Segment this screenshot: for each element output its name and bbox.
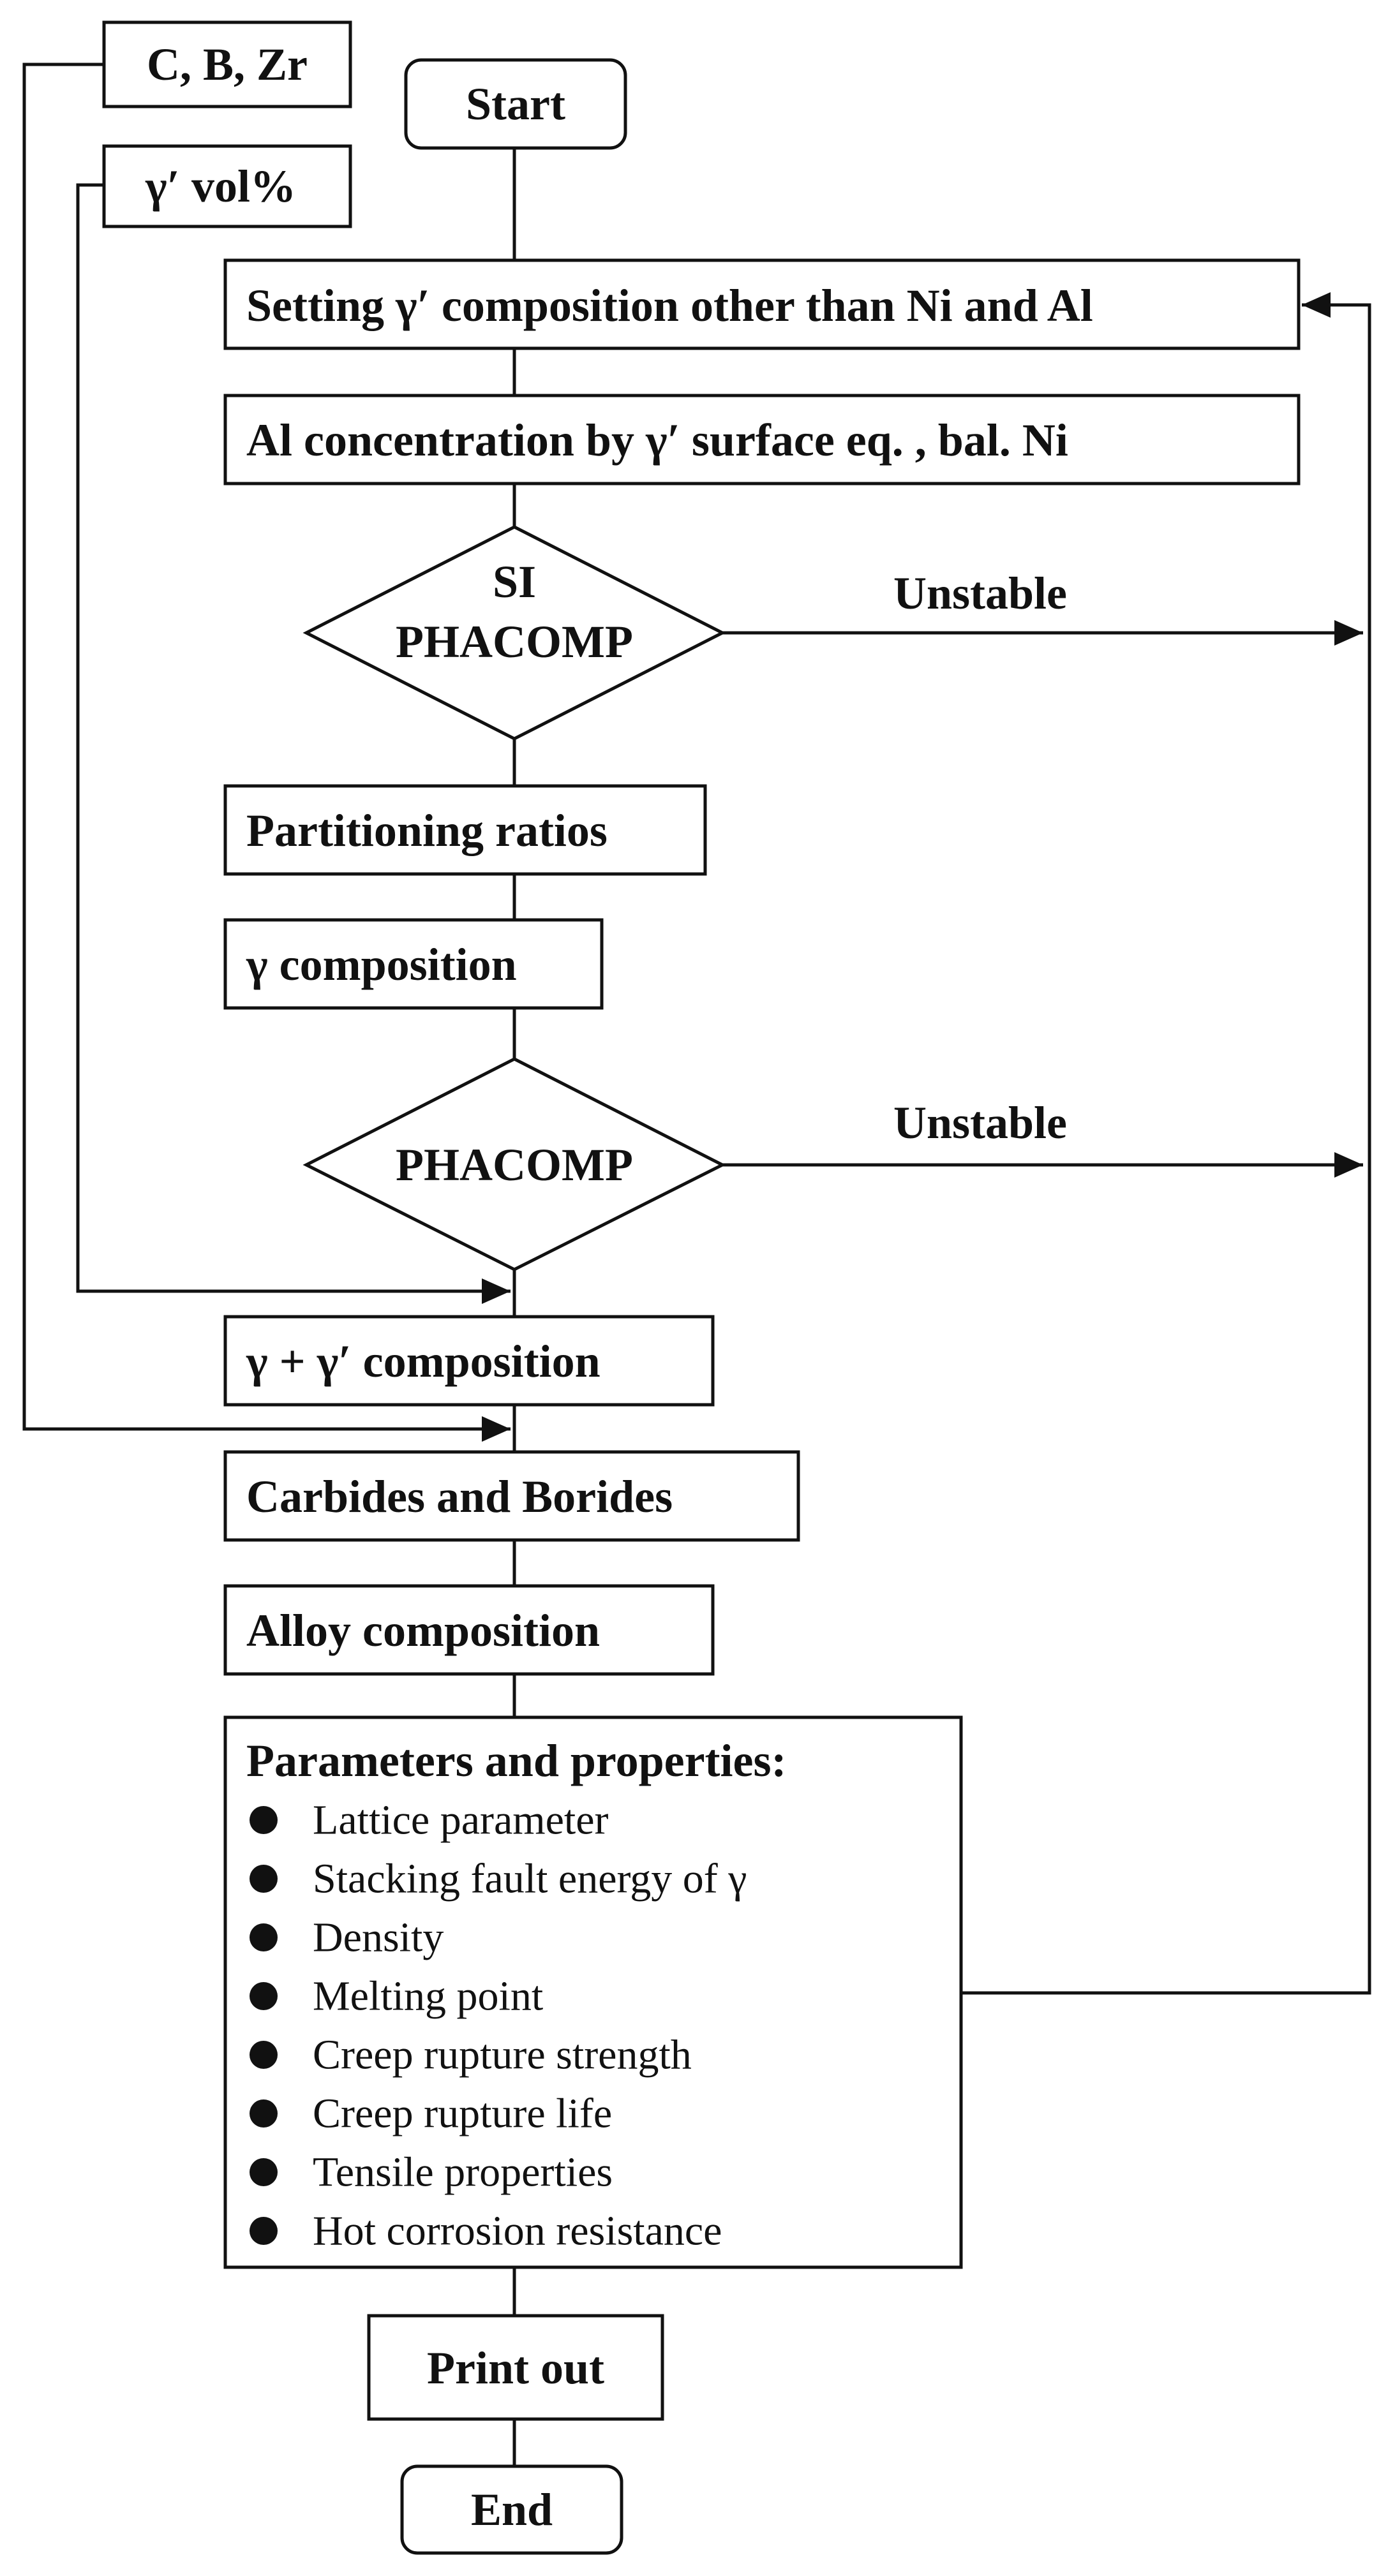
node-alloy-comp-box bbox=[223, 1584, 715, 1676]
node-setting-gp: Setting γ′ composition other than Ni and… bbox=[223, 258, 1301, 350]
node-partitioning: Partitioning ratios bbox=[223, 784, 707, 876]
decision-si-phacomp-line1: SI bbox=[493, 556, 536, 607]
node-params: Parameters and properties: Lattice param… bbox=[223, 1715, 963, 2269]
decision-phacomp-label: PHACOMP bbox=[396, 1139, 633, 1190]
param-item: Creep rupture life bbox=[313, 2091, 612, 2137]
node-al-conc-label: Al concentration by γ′ surface eq. , bal… bbox=[246, 415, 1068, 466]
decision-si-phacomp-shape bbox=[302, 525, 726, 741]
node-gamma-comp-label: γ composition bbox=[246, 939, 517, 990]
node-al-conc-box bbox=[223, 394, 1301, 485]
input-gp-vol-box bbox=[102, 144, 352, 228]
connectors bbox=[22, 63, 1371, 2466]
param-bullet bbox=[250, 2158, 278, 2186]
input-gp-vol-label: γ′ vol% bbox=[145, 161, 296, 212]
node-params-title: Parameters and properties: bbox=[246, 1735, 786, 1786]
node-setting-gp-label: Setting γ′ composition other than Ni and… bbox=[246, 280, 1093, 331]
node-gamma-comp-box bbox=[223, 918, 604, 1010]
param-item: Tensile properties bbox=[313, 2149, 613, 2196]
param-item: Lattice parameter bbox=[313, 1797, 609, 1844]
input-cbzr-label: C, B, Zr bbox=[147, 39, 308, 90]
param-item: Creep rupture strength bbox=[313, 2032, 692, 2078]
edge-label-unstable-2: Unstable bbox=[893, 1097, 1067, 1148]
edge-gp-vol-input bbox=[76, 183, 511, 1304]
input-cbzr-box bbox=[102, 20, 352, 108]
param-bullet bbox=[250, 2041, 278, 2069]
node-print-out-label: Print out bbox=[427, 2343, 604, 2394]
node-gg-comp-box bbox=[223, 1315, 715, 1407]
param-item: Melting point bbox=[313, 1973, 543, 2020]
node-partitioning-label: Partitioning ratios bbox=[246, 805, 608, 856]
decision-phacomp: PHACOMP bbox=[302, 1057, 726, 1271]
node-al-conc: Al concentration by γ′ surface eq. , bal… bbox=[223, 394, 1301, 485]
node-gg-comp-label: γ + γ′ composition bbox=[246, 1336, 601, 1387]
edge-label-unstable-1: Unstable bbox=[893, 568, 1067, 619]
node-carbides-box bbox=[223, 1450, 800, 1542]
node-end-box bbox=[400, 2464, 623, 2555]
node-start-box bbox=[404, 58, 627, 150]
node-params-box bbox=[223, 1715, 963, 2269]
param-bullet bbox=[250, 1982, 278, 2010]
node-carbides: Carbides and Borides bbox=[223, 1450, 800, 1542]
node-print-out: Print out bbox=[367, 2314, 664, 2421]
node-carbides-label: Carbides and Borides bbox=[246, 1471, 673, 1522]
decision-si-phacomp-line2: PHACOMP bbox=[396, 616, 633, 667]
node-end-label: End bbox=[471, 2484, 553, 2535]
param-bullet bbox=[250, 1865, 278, 1893]
edge-cbzr-input bbox=[22, 63, 511, 1442]
param-item: Hot corrosion resistance bbox=[313, 2208, 722, 2254]
edge-feedback-loop bbox=[961, 292, 1371, 1995]
node-start: Start bbox=[404, 58, 627, 150]
node-print-out-box bbox=[367, 2314, 664, 2421]
param-item: Stacking fault energy of γ bbox=[313, 1856, 747, 1902]
node-start-label: Start bbox=[466, 78, 565, 130]
input-gp-vol: γ′ vol% bbox=[102, 144, 352, 228]
node-alloy-comp: Alloy composition bbox=[223, 1584, 715, 1676]
param-item: Density bbox=[313, 1914, 444, 1961]
input-cbzr: C, B, Zr bbox=[102, 20, 352, 108]
param-bullet bbox=[250, 1923, 278, 1951]
node-setting-gp-box bbox=[223, 258, 1301, 350]
param-bullet bbox=[250, 1806, 278, 1834]
decision-si-phacomp: SI PHACOMP bbox=[302, 525, 726, 741]
node-alloy-comp-label: Alloy composition bbox=[246, 1605, 600, 1656]
node-gamma-comp: γ composition bbox=[223, 918, 604, 1010]
decision-phacomp-shape bbox=[302, 1057, 726, 1271]
param-bullet bbox=[250, 2099, 278, 2128]
node-partitioning-box bbox=[223, 784, 707, 876]
param-bullet bbox=[250, 2217, 278, 2245]
node-end: End bbox=[400, 2464, 623, 2555]
node-gg-comp: γ + γ′ composition bbox=[223, 1315, 715, 1407]
